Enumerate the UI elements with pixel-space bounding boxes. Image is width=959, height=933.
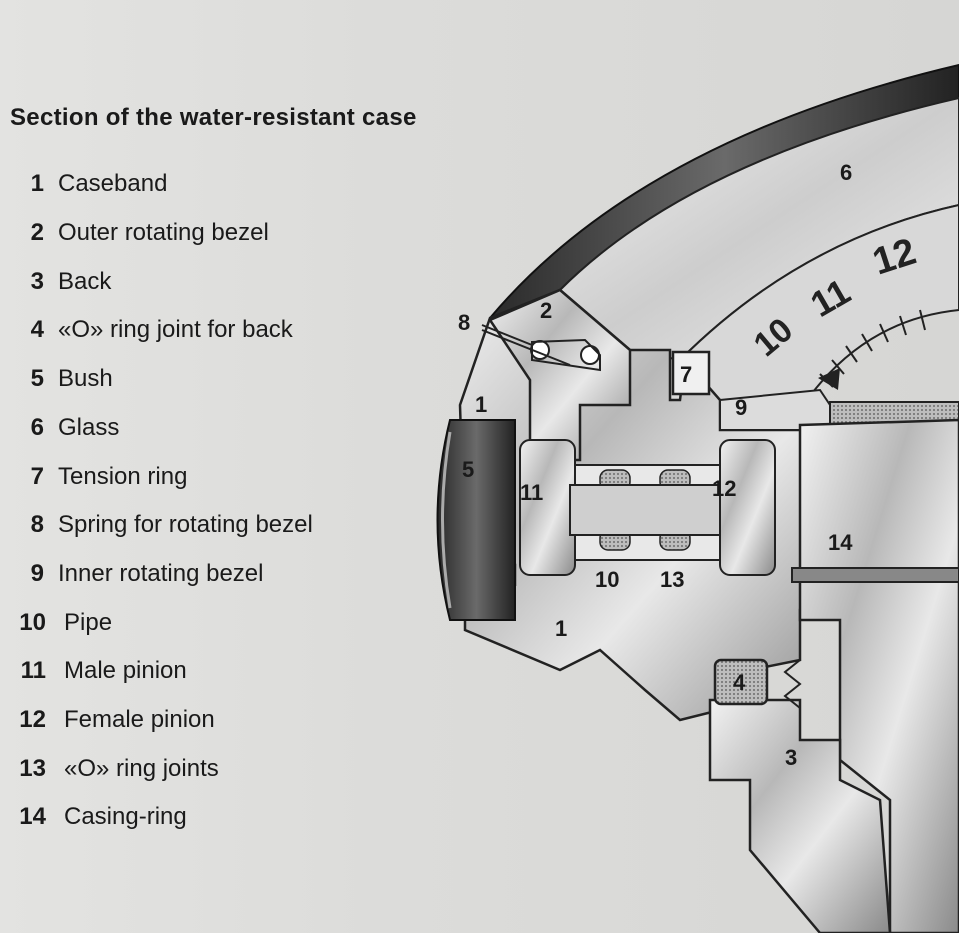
legend-label: Glass xyxy=(58,414,120,441)
legend-label: Bush xyxy=(58,365,113,392)
legend-label: «O» ring joint for back xyxy=(58,316,293,343)
legend-number: 13 xyxy=(19,755,46,782)
tension-ring xyxy=(671,350,711,396)
legend-item-outer-bezel: 2 Outer rotating bezel xyxy=(0,217,269,249)
legend-number: 11 xyxy=(20,657,46,684)
callout-caseband-bottom: 1 xyxy=(555,616,567,641)
leader-spring-1 xyxy=(481,324,533,346)
o-ring-back xyxy=(713,658,769,706)
legend-label: Caseband xyxy=(58,170,168,197)
callout-spring: 8 xyxy=(458,310,470,335)
legend-item-caseband: 1 Caseband xyxy=(0,168,168,200)
legend-number: 8 xyxy=(30,511,44,538)
legend-item-back: 3 Back xyxy=(0,266,112,298)
callout-caseband-top: 1 xyxy=(475,392,487,417)
legend-number: 9 xyxy=(30,560,44,587)
bush-crown xyxy=(436,419,516,621)
legend-label: Spring for rotating bezel xyxy=(58,511,313,538)
legend-number: 14 xyxy=(19,803,46,830)
legend-item-spring: 8 Spring for rotating bezel xyxy=(0,509,313,541)
callout-female-pinion: 12 xyxy=(712,476,736,501)
female-pinion xyxy=(719,439,776,576)
legend-label: «O» ring joints xyxy=(64,755,219,782)
legend-item-male-pinion: 11 Male pinion xyxy=(0,655,187,687)
legend-label: Outer rotating bezel xyxy=(58,219,269,246)
legend-label: Female pinion xyxy=(64,706,215,733)
callout-tension-ring: 7 xyxy=(680,362,692,387)
legend-item-inner-bezel: 9 Inner rotating bezel xyxy=(0,558,264,590)
legend-item-o-ring-joints: 13 «O» ring joints xyxy=(0,753,219,785)
legend-label: Back xyxy=(58,268,112,295)
legend-number: 10 xyxy=(19,609,46,636)
legend-label: Pipe xyxy=(64,609,113,636)
callout-back: 3 xyxy=(785,745,797,770)
callout-glass: 6 xyxy=(840,160,852,185)
leader-spring-2 xyxy=(481,329,571,366)
legend-label: Inner rotating bezel xyxy=(58,560,264,587)
legend-number: 1 xyxy=(30,170,44,197)
spring-bar xyxy=(531,338,601,372)
callout-casing-ring: 14 xyxy=(828,530,853,555)
dial-triangle-marker xyxy=(818,368,840,390)
casing-ring xyxy=(798,418,959,933)
legend-item-bush: 5 Bush xyxy=(0,363,113,395)
male-pinion xyxy=(519,439,576,576)
legend-number: 5 xyxy=(30,365,44,392)
legend-number: 4 xyxy=(30,316,44,343)
callout-o-ring-back: 4 xyxy=(733,670,746,695)
legend-item-tension-ring: 7 Tension ring xyxy=(0,461,188,493)
callout-inner-bezel: 9 xyxy=(735,395,747,420)
page-title: Section of the water-resistant case xyxy=(10,104,417,131)
legend-item-female-pinion: 12 Female pinion xyxy=(0,704,215,736)
case-section-illustration: 12 11 10 xyxy=(436,63,959,933)
legend-number: 3 xyxy=(30,268,44,295)
legend-number: 7 xyxy=(30,463,44,490)
legend-label: Tension ring xyxy=(58,463,188,490)
case-back xyxy=(708,698,892,933)
back-thread xyxy=(783,659,802,709)
legend-label: Casing-ring xyxy=(64,803,187,830)
stem-shaft xyxy=(569,484,721,536)
legend-item-pipe: 10 Pipe xyxy=(0,607,112,639)
legend-item-glass: 6 Glass xyxy=(0,412,120,444)
legend-item-casing-ring: 14 Casing-ring xyxy=(0,801,187,833)
callout-o-rings: 13 xyxy=(660,567,684,592)
legend-number: 6 xyxy=(30,414,44,441)
callout-male-pinion: 11 xyxy=(520,480,543,505)
callout-outer-bezel: 2 xyxy=(540,298,552,323)
legend-label: Male pinion xyxy=(64,657,187,684)
legend-number: 12 xyxy=(19,706,46,733)
legend-item-o-ring-back: 4 «O» ring joint for back xyxy=(0,314,293,346)
outer-bezel-block xyxy=(488,288,632,462)
callout-bush: 5 xyxy=(462,457,474,482)
spring-pin-right xyxy=(580,345,600,365)
callout-pipe: 10 xyxy=(595,567,619,592)
movement-plate xyxy=(791,567,959,583)
legend-number: 2 xyxy=(30,219,44,246)
